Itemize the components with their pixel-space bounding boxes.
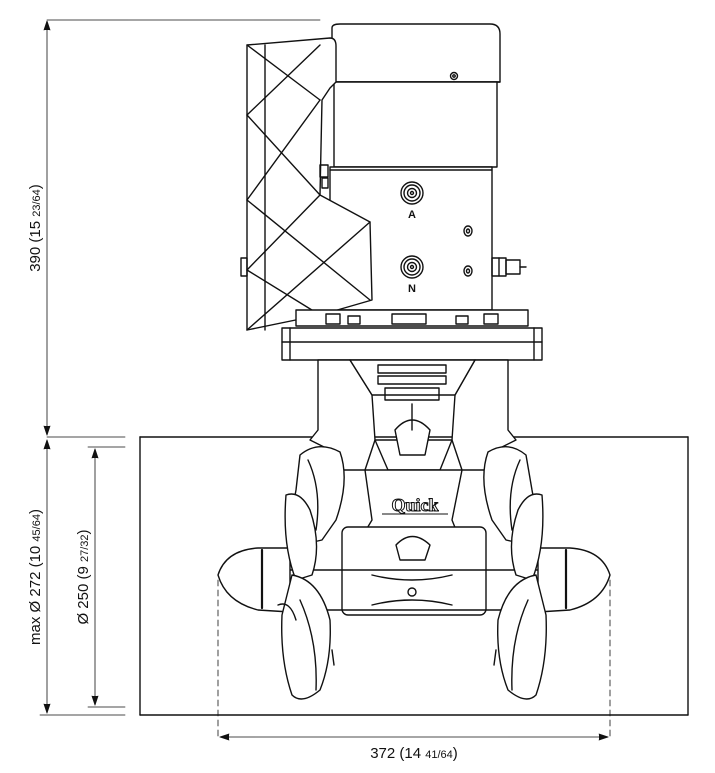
solenoid-cover (240, 37, 373, 331)
screw-icon (449, 71, 459, 81)
tunnel-diameter-label: Ø 250 (9 27/32) (75, 529, 92, 624)
terminal-a (400, 181, 424, 205)
terminal-a-label: A (408, 209, 416, 221)
terminal-n-label: N (408, 283, 416, 295)
right-hub (537, 547, 611, 613)
propeller-shaft (289, 526, 539, 616)
max-diameter-label: max Ø 272 (10 45/64) (27, 509, 44, 645)
brand-logo: Quick (391, 495, 438, 515)
left-hub (217, 547, 291, 613)
mounting-flange (281, 309, 543, 361)
right-propeller (483, 446, 547, 700)
drive-leg (309, 359, 517, 541)
left-propeller (277, 446, 345, 700)
width-dimension-label: 372 (14 41/64) (370, 745, 458, 762)
motor-housing (329, 23, 527, 311)
dimension-lines (39, 19, 611, 741)
terminal-n (400, 255, 424, 279)
height-dimension-label: 390 (15 23/64) (27, 184, 44, 272)
